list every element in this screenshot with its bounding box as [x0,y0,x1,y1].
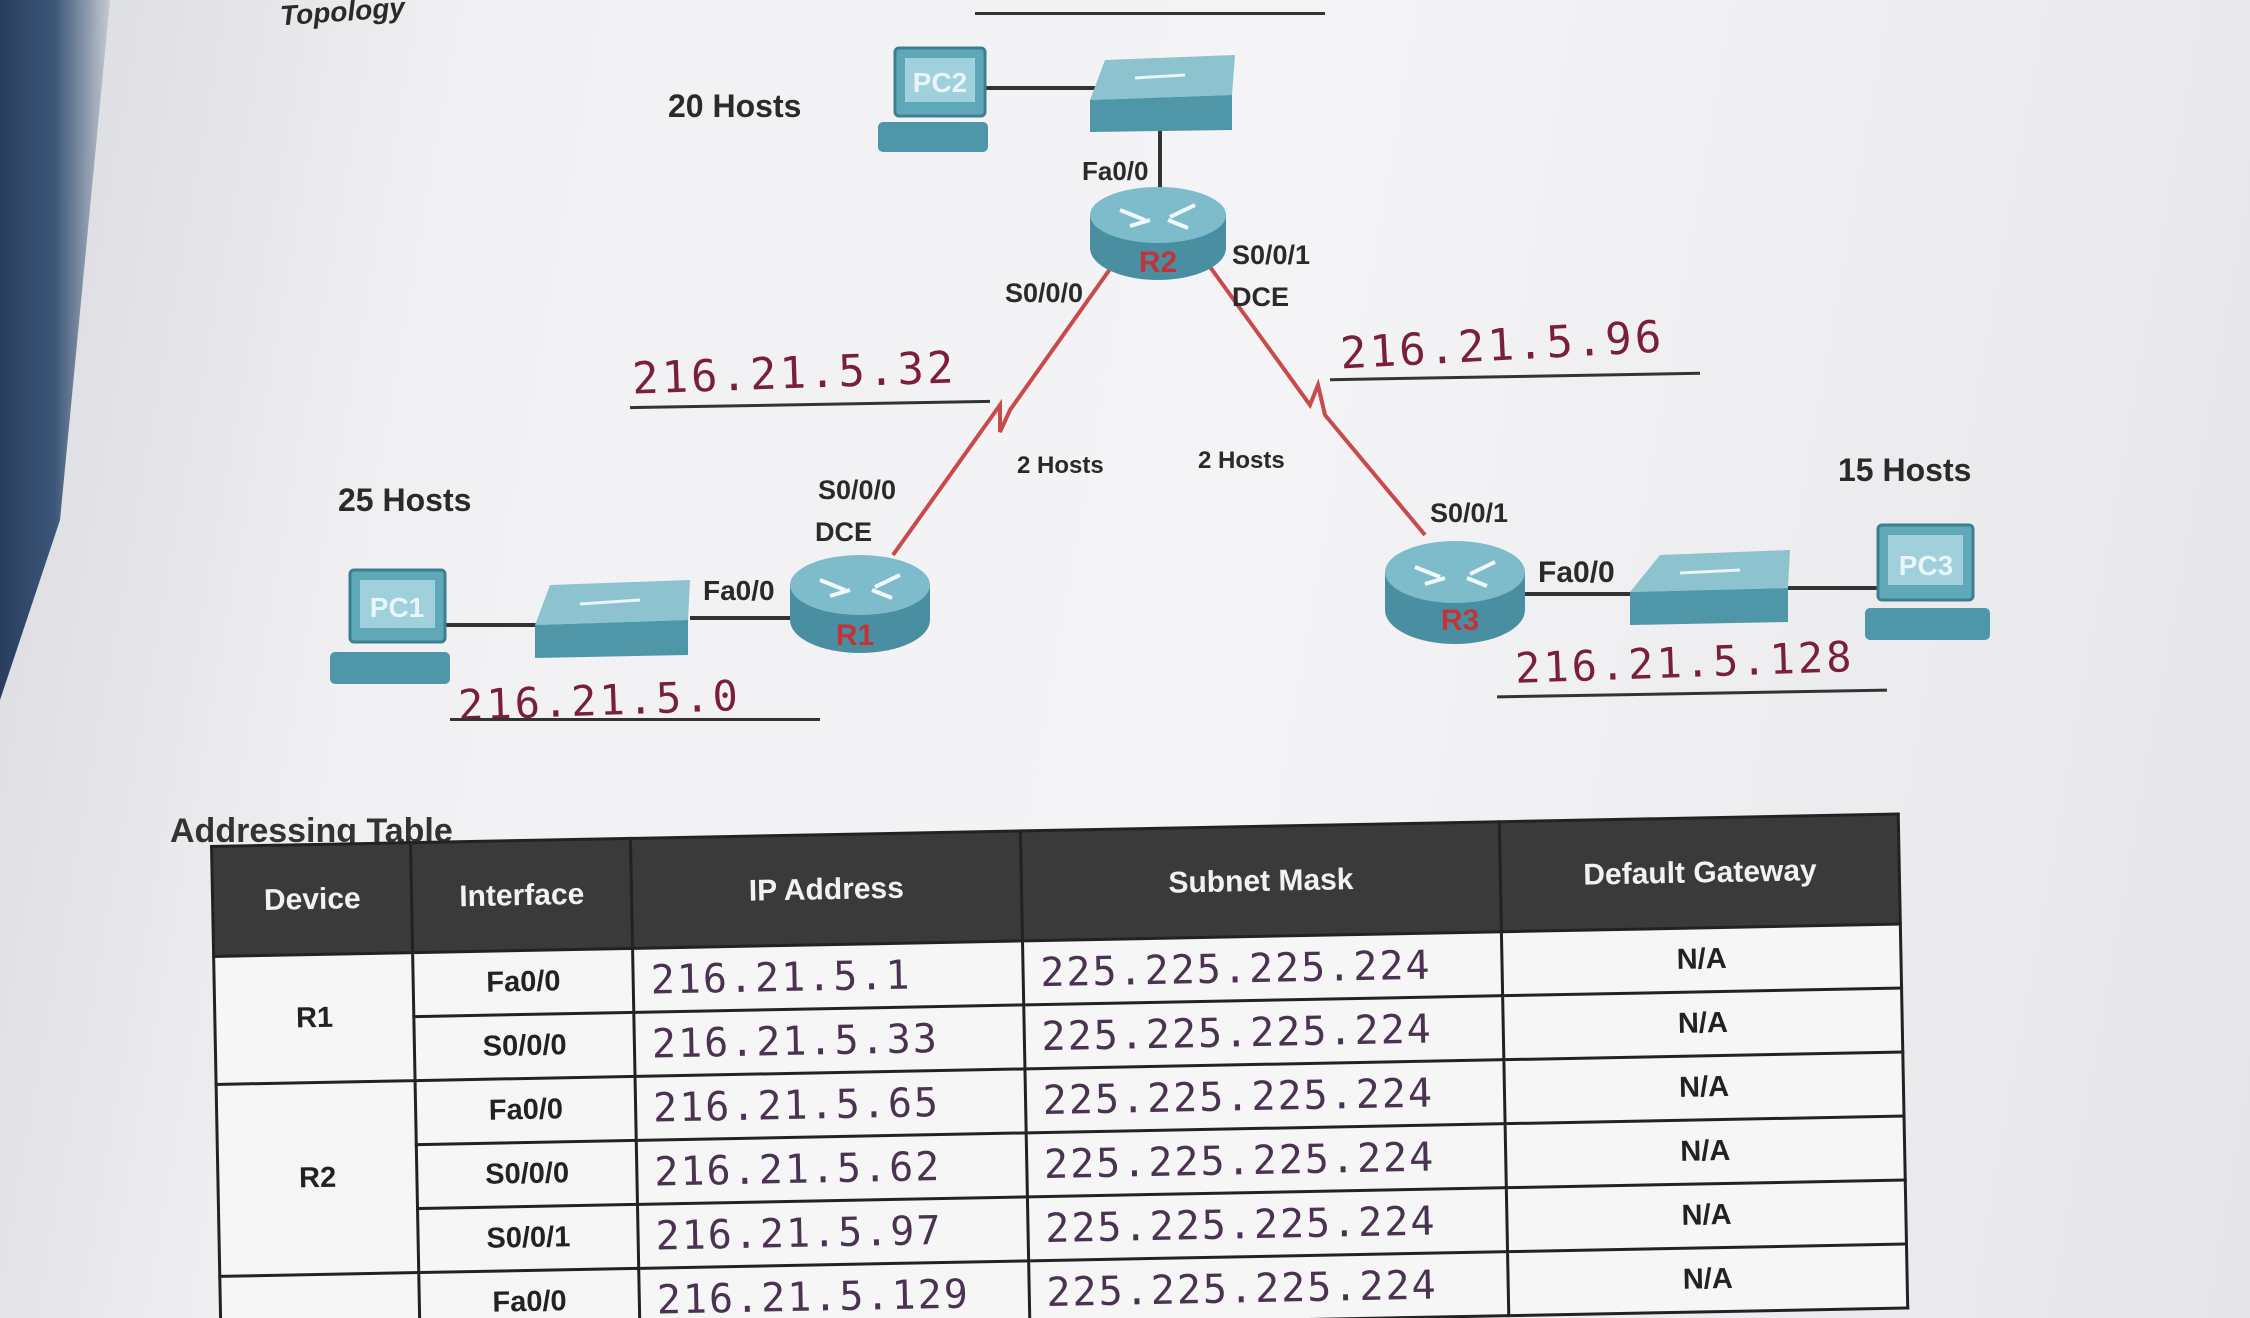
underline-r1-lan [450,718,820,721]
gateway-cell: N/A [1502,988,1903,1060]
svg-text:PC2: PC2 [913,67,967,98]
svg-text:R3: R3 [1441,604,1479,637]
gateway-cell: N/A [1505,1116,1906,1188]
gateway-cell: N/A [1506,1180,1907,1252]
device-cell [219,1272,421,1318]
device-cell: R1 [213,952,416,1085]
router-r3-icon: R3 [1385,541,1525,644]
gateway-cell: N/A [1504,1052,1905,1124]
header-default-gateway: Default Gateway [1499,814,1901,932]
r2-s000-label: S0/0/0 [1005,278,1084,308]
pc2-icon: PC2 [878,46,988,152]
svg-text:PC3: PC3 [1899,550,1953,581]
subnet-mask-cell: 225.225.225.224 [1027,1187,1508,1261]
link-r1-r2-hosts: 2 Hosts [1017,452,1104,479]
subnet-mask-cell: 225.225.225.224 [1022,931,1503,1005]
r1-fa00-label: Fa0/0 [703,575,775,606]
header-interface: Interface [410,838,633,953]
link-r2-r3-hosts: 2 Hosts [1198,447,1285,474]
r3-fa00-label: Fa0/0 [1538,556,1615,589]
r3-lan-hosts: 15 Hosts [1838,452,1972,488]
svg-text:PC1: PC1 [370,592,424,623]
addressing-table: Device Interface IP Address Subnet Mask … [210,813,1909,1318]
r1-s000-label: S0/0/0 [818,475,897,505]
ip-address-cell: 216.21.5.33 [633,1004,1025,1077]
device-cell: R2 [216,1080,420,1277]
interface-cell: Fa0/0 [415,1076,637,1145]
header-subnet-mask: Subnet Mask [1020,821,1502,941]
ip-address-cell: 216.21.5.97 [637,1196,1029,1269]
r2-s001-label: S0/0/1 [1232,240,1311,270]
pc1-icon: PC1 [330,568,450,684]
interface-cell: S0/0/1 [418,1204,639,1273]
ip-address-cell: 216.21.5.62 [636,1132,1028,1205]
subnet-mask-cell: 225.225.225.224 [1024,1059,1506,1133]
r2-fa00-label: Fa0/0 [1082,156,1149,186]
switch-r2-icon [1090,55,1235,132]
switch-r1-icon [535,580,690,658]
interface-cell: S0/0/0 [414,1012,636,1081]
ip-address-cell: 216.21.5.65 [635,1068,1026,1141]
interface-cell: Fa0/0 [419,1268,640,1318]
handwritten-net-r1-lan: 216.21.5.0 [457,671,742,730]
interface-cell: S0/0/0 [416,1140,638,1209]
r3-s001-label: S0/0/1 [1430,498,1509,528]
switch-r3-icon [1630,550,1790,625]
pc3-icon: PC3 [1865,523,1990,640]
r1-lan-hosts: 25 Hosts [338,482,472,518]
router-r1-icon: R1 [790,555,930,653]
gateway-cell: N/A [1507,1244,1908,1316]
subnet-mask-cell: 225.225.225.224 [1023,995,1505,1069]
svg-text:R2: R2 [1139,246,1177,279]
header-ip-address: IP Address [630,830,1023,949]
r2-lan-hosts: 20 Hosts [668,88,802,124]
topology-diagram: PC2 R2 PC1 [330,46,1990,684]
r2-dce-label: DCE [1232,282,1290,312]
ip-address-cell: 216.21.5.129 [638,1260,1030,1318]
svg-text:R1: R1 [836,619,874,652]
top-underline [975,12,1325,15]
router-r2-icon: R2 [1090,187,1226,280]
gateway-cell: N/A [1501,924,1902,996]
r1-dce-label: DCE [815,517,873,547]
subnet-mask-cell: 225.225.225.224 [1025,1123,1507,1197]
ip-address-cell: 216.21.5.1 [632,940,1024,1013]
serial-link-r1-r2 [891,253,1122,557]
interface-cell: Fa0/0 [413,948,634,1017]
subnet-mask-cell: 225.225.225.224 [1028,1251,1510,1318]
header-device: Device [211,842,414,957]
serial-link-r2-r3 [1203,258,1427,537]
